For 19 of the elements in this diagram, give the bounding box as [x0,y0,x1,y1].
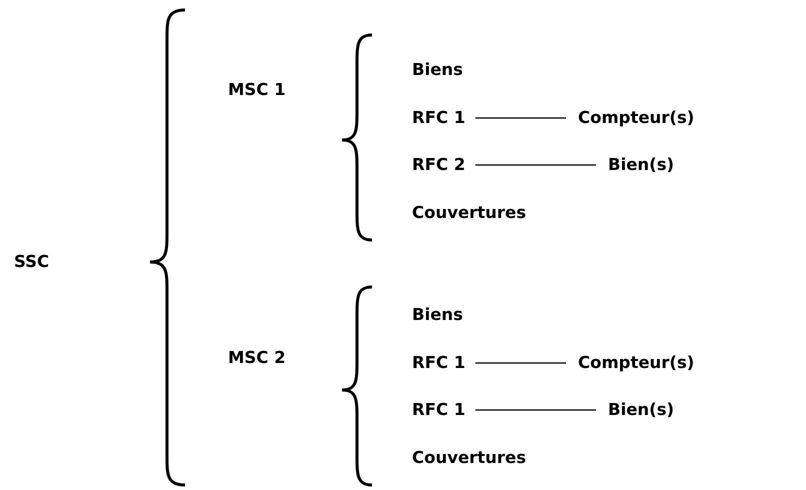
node-label: Couvertures [412,447,526,469]
connector-line [475,164,596,166]
node-label: Biens [412,304,463,326]
node-label: Biens [412,59,463,81]
node-label: Bien(s) [608,154,674,176]
node-label: Couvertures [412,202,526,224]
node-label: MSC 1 [228,79,286,101]
connector-line [475,409,596,411]
node-label: Bien(s) [608,399,674,421]
node-label: SSC [14,251,50,273]
node-label: Compteur(s) [578,352,694,374]
node-label: RFC 1 [412,399,466,421]
node-label: MSC 2 [228,347,286,369]
connector-line [475,117,566,119]
node-label: Compteur(s) [578,107,694,129]
node-label: RFC 2 [412,154,466,176]
connector-line [475,362,566,364]
node-label: RFC 1 [412,107,466,129]
node-label: RFC 1 [412,352,466,374]
